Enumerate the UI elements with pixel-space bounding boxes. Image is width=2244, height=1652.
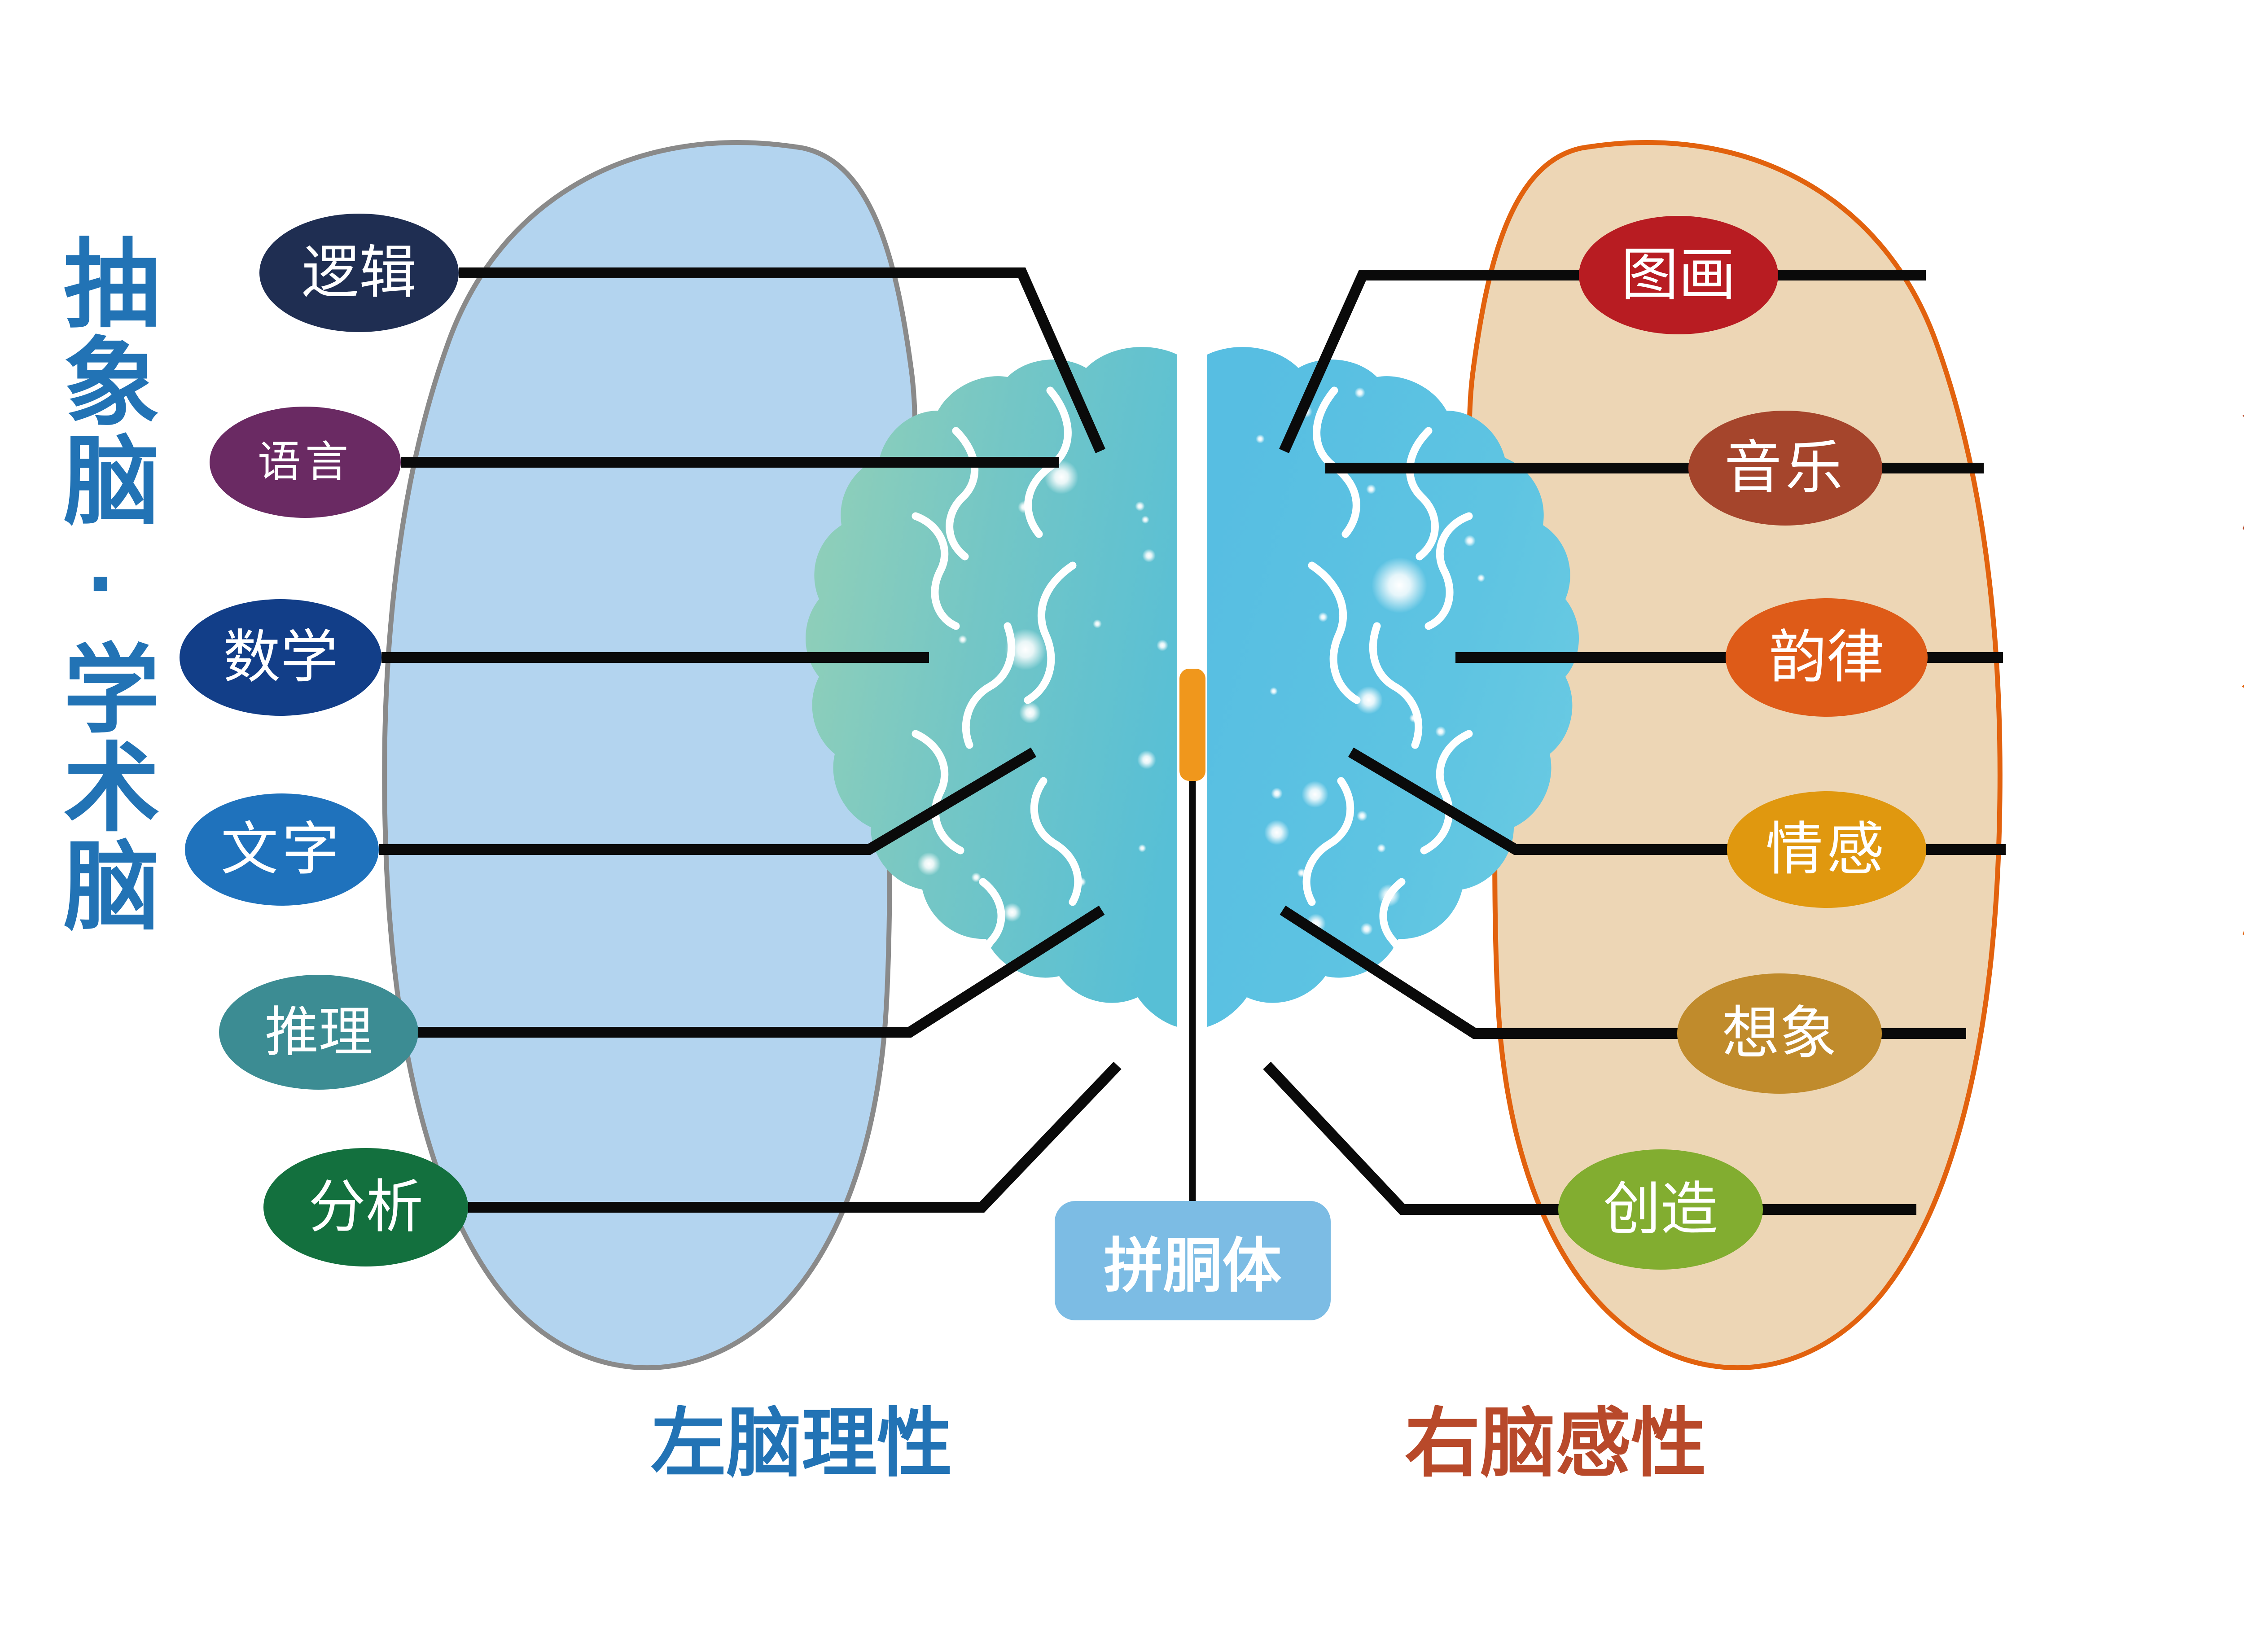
node-left-math[interactable]: 数学 xyxy=(180,599,381,716)
midline-and-corpus-callosum xyxy=(1179,669,1205,1201)
node-left-logic-label: 逻辑 xyxy=(301,241,416,305)
node-left-logic[interactable]: 逻辑 xyxy=(259,214,459,332)
node-left-language[interactable]: 语言 xyxy=(210,407,401,518)
bottom-caption-left: 左脑理性 xyxy=(651,1401,952,1485)
node-right-emotion-label: 情感 xyxy=(1765,817,1888,881)
left-hemisphere-sparkles xyxy=(917,460,1183,1048)
node-left-text[interactable]: 文字 xyxy=(185,793,379,906)
node-right-emotion[interactable]: 情感 xyxy=(1727,791,1926,908)
node-right-music[interactable]: 音乐 xyxy=(1688,411,1882,526)
right-region-title-part1: 艺术脑· xyxy=(2227,242,2244,648)
left-hemisphere xyxy=(806,347,1183,1048)
corpus-callosum-label-box[interactable]: 拼胴体 xyxy=(1055,1201,1331,1320)
node-left-reasoning-label: 推理 xyxy=(265,1002,373,1062)
leader-lines-left xyxy=(379,267,1122,1213)
node-right-picture[interactable]: 图画 xyxy=(1579,216,1778,334)
node-right-rhythm-label: 韵律 xyxy=(1769,625,1884,689)
bottom-caption-right: 右脑感性 xyxy=(1405,1401,1706,1485)
node-right-picture-label: 图画 xyxy=(1621,243,1736,307)
left-region-title: 抽象脑·学术脑 xyxy=(49,233,158,934)
corpus-callosum-label-text: 拼胴体 xyxy=(1104,1232,1282,1299)
right-region-title-part2: 创造脑 xyxy=(2227,648,2244,943)
node-right-imagination[interactable]: 想象 xyxy=(1677,973,1882,1094)
right-hemisphere-sparkles xyxy=(1256,387,1485,1035)
node-right-rhythm[interactable]: 韵律 xyxy=(1726,598,1928,717)
right-region-title: 艺术脑·创造脑 xyxy=(2227,242,2244,943)
right-hemisphere xyxy=(1207,347,1579,1035)
node-right-imagination-label: 想象 xyxy=(1722,1001,1837,1065)
node-left-analysis[interactable]: 分析 xyxy=(263,1148,468,1266)
node-left-math-label: 数学 xyxy=(223,625,338,689)
corpus-callosum-connector xyxy=(1179,669,1205,781)
node-left-reasoning[interactable]: 推理 xyxy=(219,975,418,1090)
node-right-music-label: 音乐 xyxy=(1724,436,1846,500)
node-right-creation-label: 创造 xyxy=(1603,1177,1718,1241)
node-right-creation[interactable]: 创造 xyxy=(1558,1149,1763,1270)
node-left-analysis-label: 分析 xyxy=(308,1175,423,1239)
node-left-language-label: 语言 xyxy=(258,438,353,486)
node-left-text-label: 文字 xyxy=(220,817,343,881)
